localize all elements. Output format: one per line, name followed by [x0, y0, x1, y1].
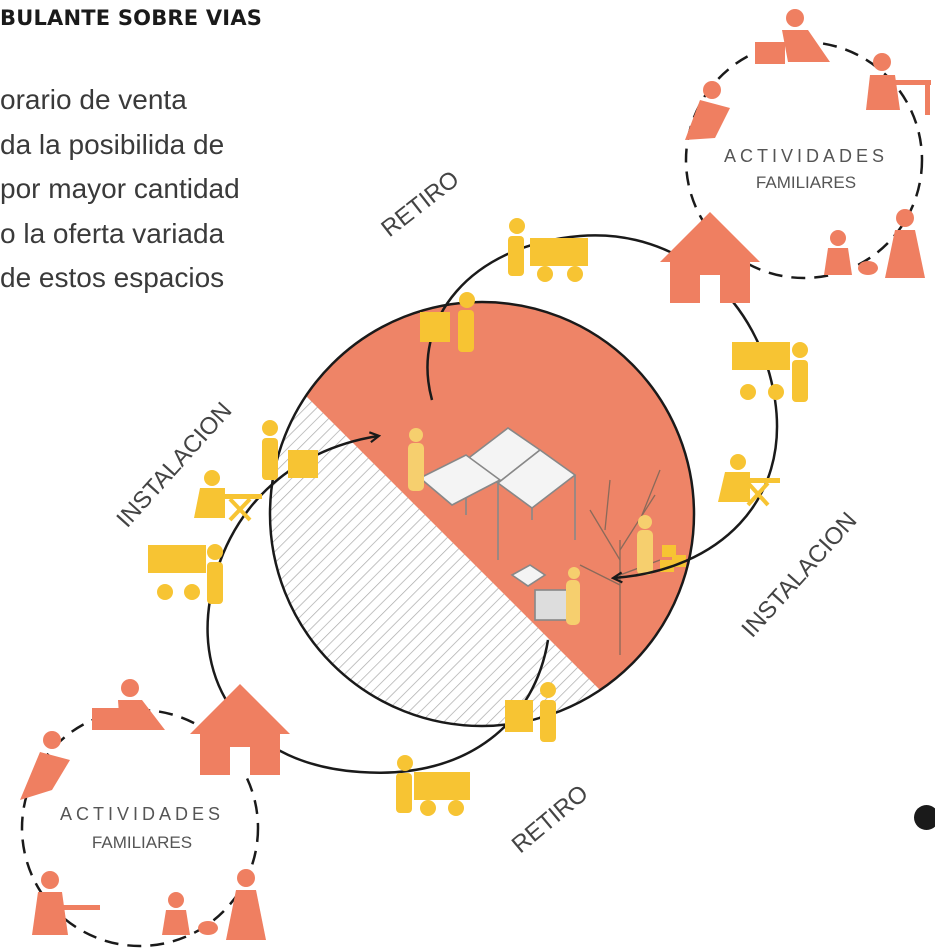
page-title: BULANTE SOBRE VIAS: [0, 6, 263, 30]
vendor-figure: [408, 428, 653, 625]
mother-baby-icon: [92, 679, 165, 730]
family-activities-circle-bottom: ACTIVIDADES FAMILIARES: [20, 708, 260, 948]
street-circle: [268, 300, 696, 728]
paragraph-line: orario de venta: [0, 84, 187, 115]
vendor-cart-icon: [508, 218, 588, 282]
instalacion-label: INSTALACION: [736, 507, 862, 643]
actividades-label: ACTIVIDADES: [724, 146, 888, 166]
familiares-label: FAMILIARES: [92, 833, 192, 852]
kiosk-structure: [418, 427, 577, 621]
person-relaxing-icon: [20, 731, 70, 800]
child-dog-icon: [162, 892, 218, 935]
paragraph-line: por mayor cantidad: [0, 173, 240, 204]
actividades-label: ACTIVIDADES: [60, 804, 224, 824]
vendor-cart-icon: [148, 544, 223, 604]
retiro-label: RETIRO: [507, 780, 594, 859]
vendor-cart-icon: [732, 342, 808, 402]
paragraph-line: o la oferta variada: [0, 217, 225, 249]
paragraph-line: da la posibilida de: [0, 128, 225, 160]
tree-illustration: [579, 469, 661, 655]
person-working-icon: [32, 871, 100, 935]
person-working-icon: [866, 53, 931, 115]
child-dog-icon: [824, 230, 878, 275]
vendor-table-icon: [718, 454, 780, 507]
house-icon: [190, 684, 290, 775]
retiro-label: RETIRO: [376, 166, 464, 243]
bullet-dot: [914, 805, 935, 830]
paragraph-line: de estos espacios: [0, 262, 225, 293]
description-paragraph: orario de venta da la posibilida de por …: [0, 78, 240, 301]
house-icon: [660, 212, 760, 303]
mother-baby-icon: [755, 9, 830, 64]
vendor-carrying-icon: [262, 420, 318, 480]
elderly-person-icon: [885, 209, 925, 278]
vendor-cart-icon: [396, 755, 470, 816]
elderly-person-icon: [226, 869, 266, 940]
vendor-carrying-icon: [505, 682, 556, 742]
person-relaxing-icon: [685, 81, 730, 140]
familiares-label: FAMILIARES: [756, 173, 856, 192]
vendor-carrying-icon: [420, 292, 475, 352]
vendor-table-icon: [194, 470, 262, 522]
